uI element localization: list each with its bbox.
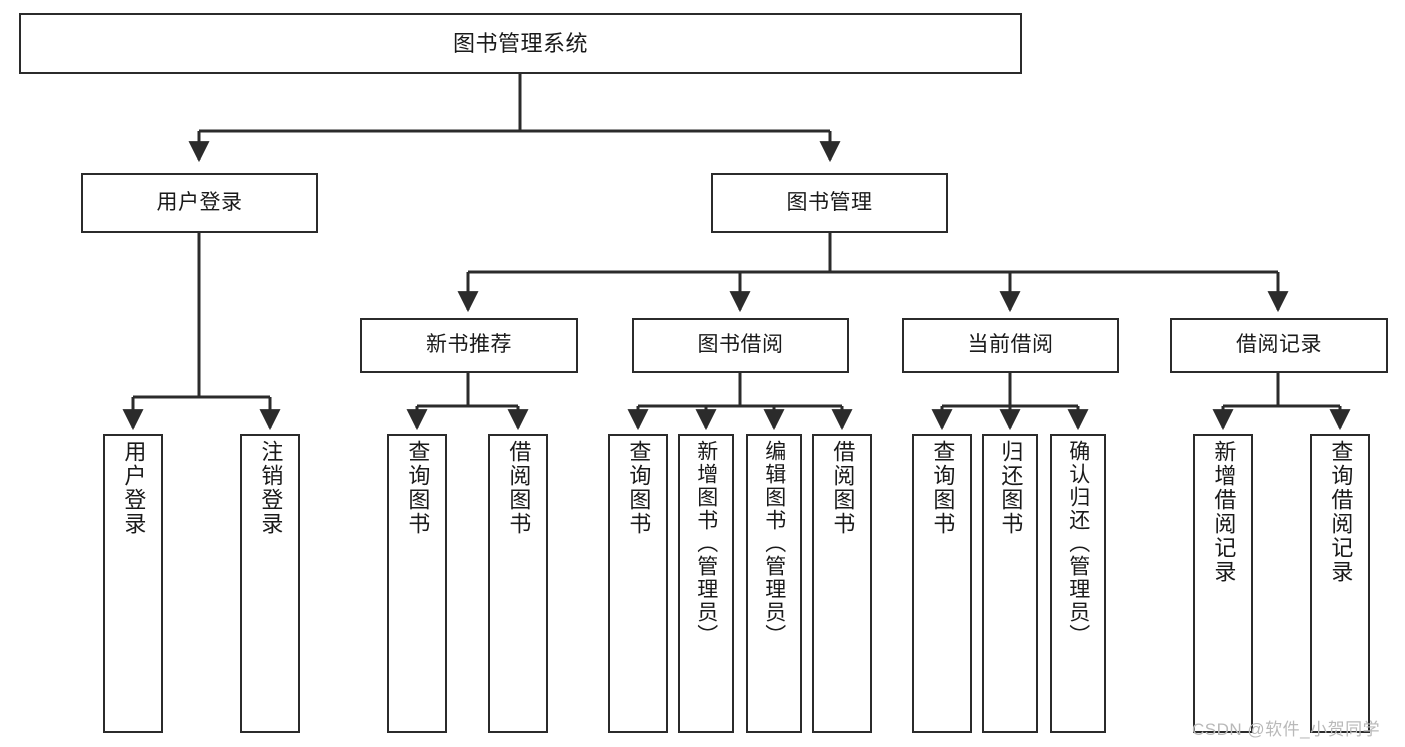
leaf-borrow-edit-book-admin-label: 编辑图书（管理员）	[762, 440, 786, 647]
leaf-logout[interactable]: 注销登录	[240, 434, 300, 733]
node-borrow-record[interactable]: 借阅记录	[1170, 318, 1388, 373]
leaf-borrow-query-book[interactable]: 查询图书	[608, 434, 668, 733]
leaf-recommend-query-book-label: 查询图书	[405, 440, 431, 536]
leaf-current-return-book-label: 归还图书	[998, 440, 1024, 536]
leaf-record-add-borrow-record-label: 新增借阅记录	[1211, 440, 1237, 584]
leaf-record-query-borrow-record-label: 查询借阅记录	[1328, 440, 1354, 584]
leaf-recommend-borrow-book[interactable]: 借阅图书	[488, 434, 548, 733]
leaf-current-query-book-label: 查询图书	[930, 440, 956, 536]
node-new-book-recommend[interactable]: 新书推荐	[360, 318, 578, 373]
node-root-label: 图书管理系统	[452, 30, 588, 56]
node-user-login-label: 用户登录	[156, 190, 243, 214]
node-root[interactable]: 图书管理系统	[19, 13, 1022, 74]
leaf-user-login[interactable]: 用户登录	[103, 434, 163, 733]
leaf-user-login-label: 用户登录	[121, 440, 147, 536]
leaf-borrow-add-book-admin[interactable]: 新增图书（管理员）	[678, 434, 734, 733]
node-user-login[interactable]: 用户登录	[81, 173, 318, 233]
node-book-management-label: 图书管理	[786, 190, 873, 214]
node-new-book-recommend-label: 新书推荐	[426, 333, 512, 357]
leaf-record-add-borrow-record[interactable]: 新增借阅记录	[1193, 434, 1253, 733]
node-current-borrow[interactable]: 当前借阅	[902, 318, 1119, 373]
leaf-current-confirm-return-admin[interactable]: 确认归还（管理员）	[1050, 434, 1106, 733]
csdn-watermark: CSDN @软件_小贺同学	[1192, 720, 1381, 739]
leaf-recommend-borrow-book-label: 借阅图书	[506, 440, 532, 536]
leaf-logout-label: 注销登录	[258, 440, 284, 536]
leaf-borrow-borrow-book[interactable]: 借阅图书	[812, 434, 872, 733]
node-borrow-record-label: 借阅记录	[1236, 333, 1322, 357]
node-current-borrow-label: 当前借阅	[967, 333, 1054, 357]
leaf-borrow-borrow-book-label: 借阅图书	[830, 440, 856, 536]
leaf-borrow-add-book-admin-label: 新增图书（管理员）	[694, 440, 718, 647]
node-book-management[interactable]: 图书管理	[711, 173, 948, 233]
leaf-current-return-book[interactable]: 归还图书	[982, 434, 1038, 733]
leaf-borrow-query-book-label: 查询图书	[626, 440, 652, 536]
leaf-record-query-borrow-record[interactable]: 查询借阅记录	[1310, 434, 1370, 733]
leaf-borrow-edit-book-admin[interactable]: 编辑图书（管理员）	[746, 434, 802, 733]
leaf-current-confirm-return-admin-label: 确认归还（管理员）	[1066, 440, 1090, 647]
leaf-recommend-query-book[interactable]: 查询图书	[387, 434, 447, 733]
node-book-borrow[interactable]: 图书借阅	[632, 318, 849, 373]
node-book-borrow-label: 图书借阅	[697, 333, 784, 357]
leaf-current-query-book[interactable]: 查询图书	[912, 434, 972, 733]
